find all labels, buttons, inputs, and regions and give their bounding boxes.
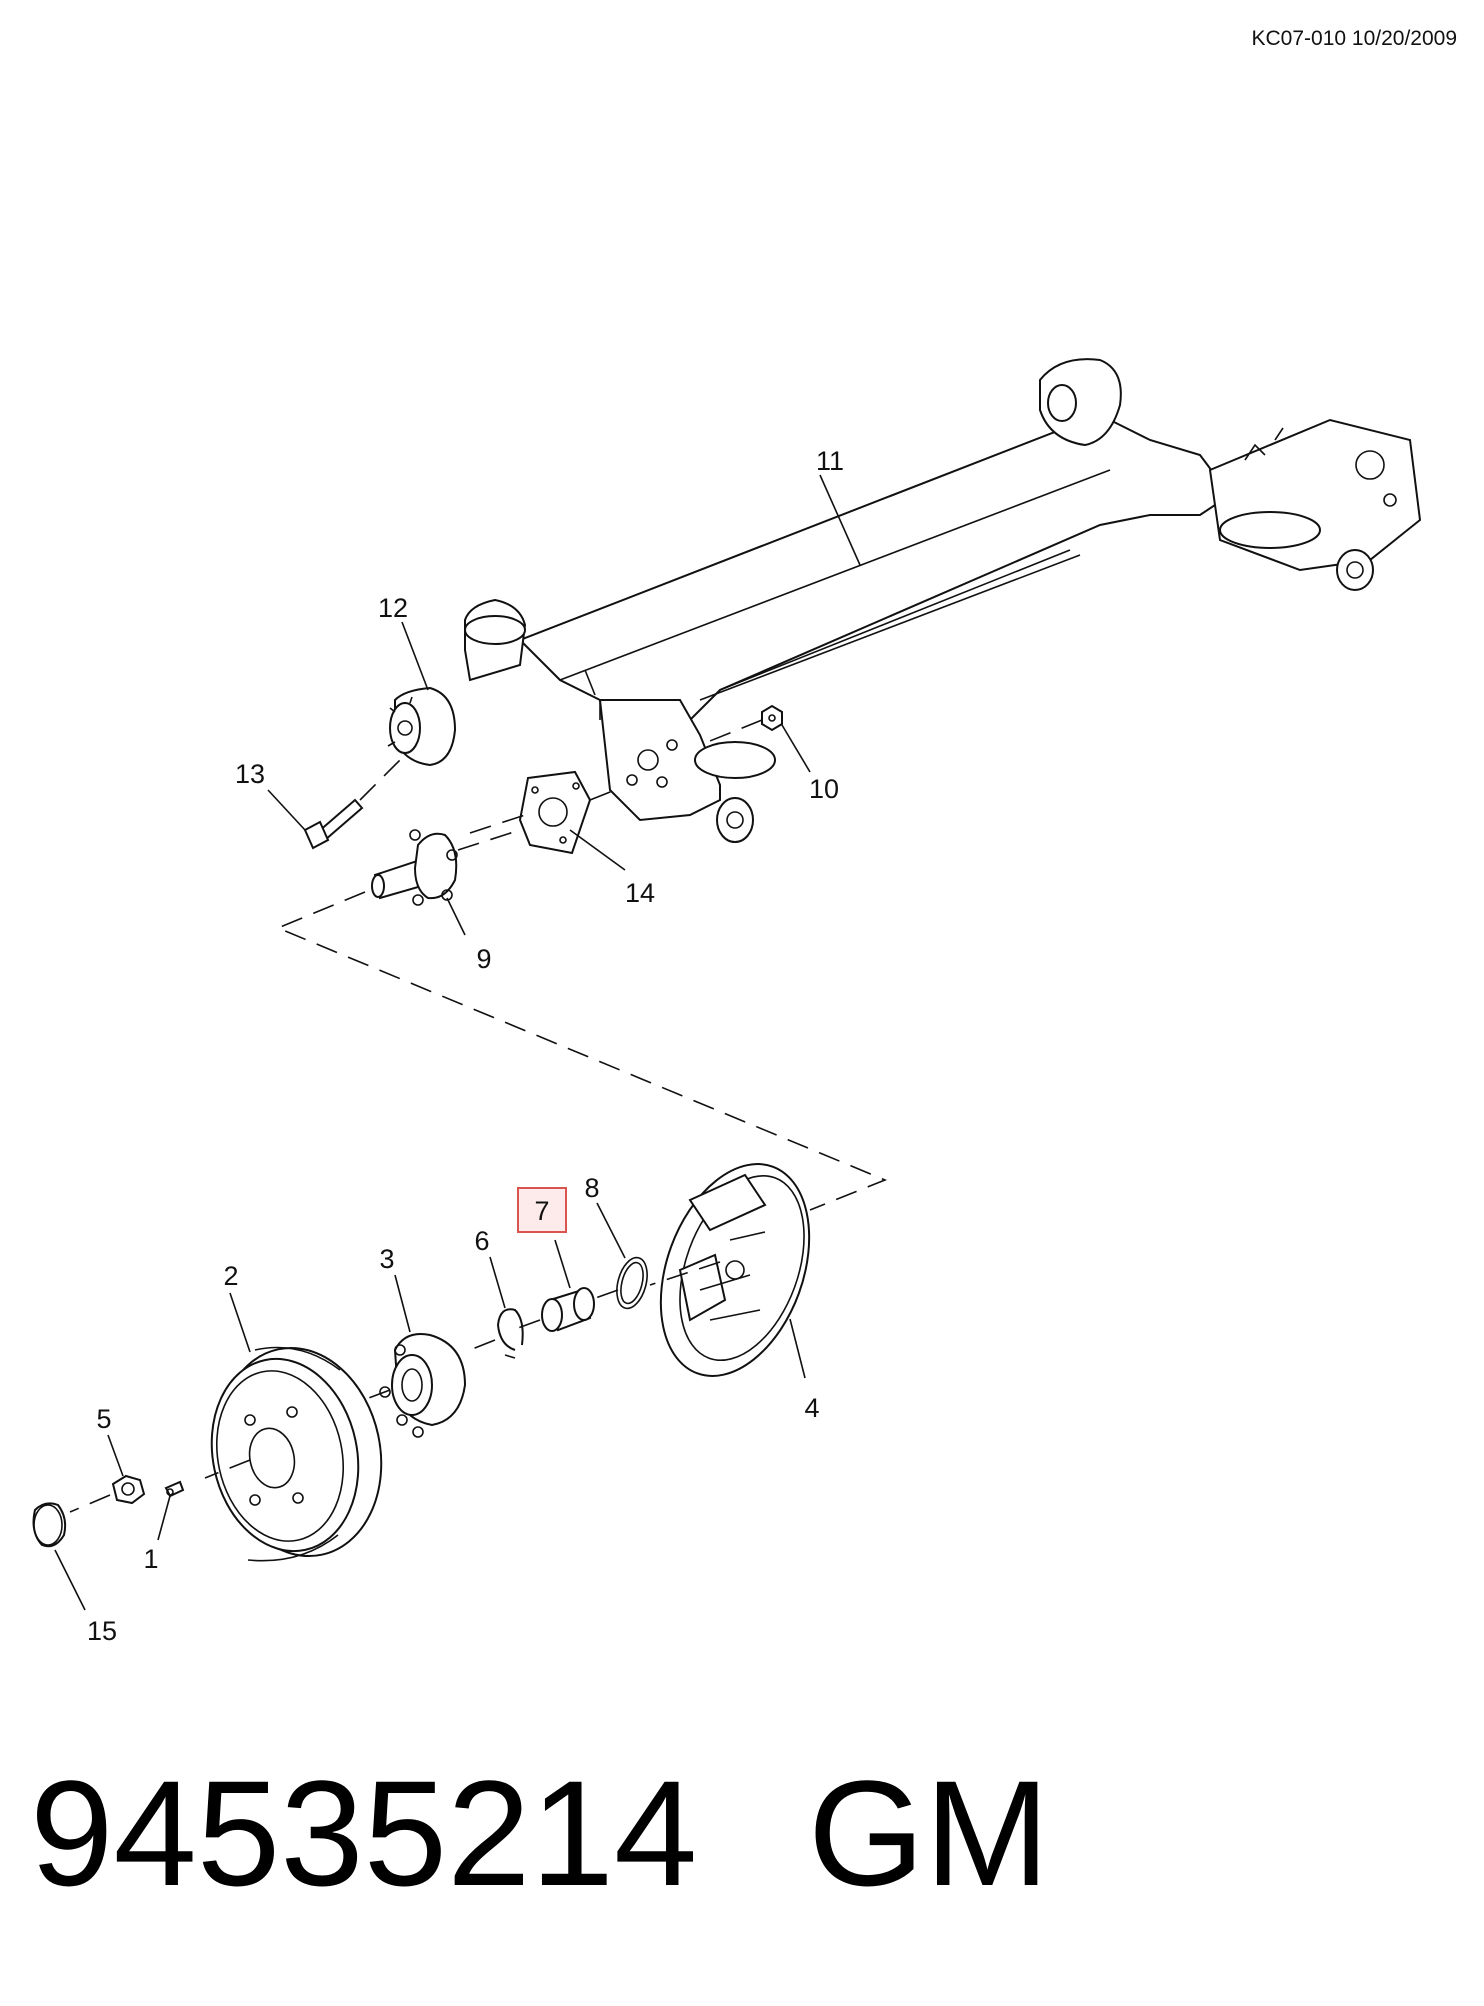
callout-7: 7 bbox=[534, 1196, 549, 1226]
callout-10: 10 bbox=[809, 774, 839, 804]
bearing-part bbox=[541, 1287, 595, 1332]
brake-backing-plate bbox=[659, 1163, 811, 1377]
callout-14: 14 bbox=[625, 878, 655, 908]
screw-part bbox=[164, 1480, 185, 1498]
rear-axle-beam bbox=[464, 358, 1422, 843]
callout-leader-15 bbox=[54, 1549, 86, 1611]
callout-9: 9 bbox=[476, 944, 491, 974]
wheel-hub-part bbox=[379, 1333, 467, 1438]
dust-cap-part bbox=[32, 1502, 67, 1548]
callout-5: 5 bbox=[96, 1404, 111, 1434]
callout-leader-3 bbox=[394, 1274, 411, 1333]
bolt-part bbox=[303, 798, 364, 850]
callout-11: 11 bbox=[816, 446, 844, 476]
bushing-part bbox=[387, 686, 457, 767]
brand-name: GM bbox=[808, 1749, 1050, 1917]
spindle-part bbox=[371, 829, 458, 906]
callout-4: 4 bbox=[804, 1393, 819, 1423]
callout-12: 12 bbox=[378, 593, 408, 623]
callout-leader-1 bbox=[157, 1495, 171, 1541]
callout-8: 8 bbox=[584, 1173, 599, 1203]
callout-7-highlight bbox=[517, 1187, 567, 1233]
document-reference: KC07-010 10/20/2009 bbox=[1252, 27, 1458, 50]
callout-leader-2 bbox=[229, 1292, 251, 1353]
callout-leader-7 bbox=[554, 1239, 571, 1289]
callout-6: 6 bbox=[474, 1226, 489, 1256]
callout-leader-11 bbox=[819, 474, 861, 566]
callout-15: 15 bbox=[87, 1616, 117, 1646]
callout-leader-14 bbox=[569, 829, 626, 871]
retaining-ring-part bbox=[496, 1308, 524, 1359]
callout-leader-10 bbox=[781, 724, 811, 773]
snap-ring-part bbox=[616, 1256, 648, 1310]
callout-1: 1 bbox=[143, 1544, 158, 1574]
callout-2: 2 bbox=[223, 1261, 238, 1291]
hub-nut-part bbox=[111, 1474, 146, 1505]
nut-part bbox=[761, 704, 783, 732]
brake-drum-part bbox=[210, 1346, 383, 1562]
callout-leader-9 bbox=[446, 897, 466, 936]
callout-leader-4 bbox=[789, 1318, 806, 1379]
callout-3: 3 bbox=[379, 1244, 394, 1274]
shim-plate-part bbox=[518, 770, 592, 855]
callout-leader-6 bbox=[489, 1256, 506, 1309]
callout-leader-8 bbox=[596, 1202, 626, 1259]
callout-leader-13 bbox=[267, 789, 306, 831]
callout-13: 13 bbox=[235, 759, 265, 789]
assembly-guide-line bbox=[275, 891, 888, 1211]
callout-leader-5 bbox=[107, 1434, 124, 1477]
callout-leader-12 bbox=[401, 621, 429, 691]
part-number: 94535214 bbox=[30, 1749, 697, 1917]
